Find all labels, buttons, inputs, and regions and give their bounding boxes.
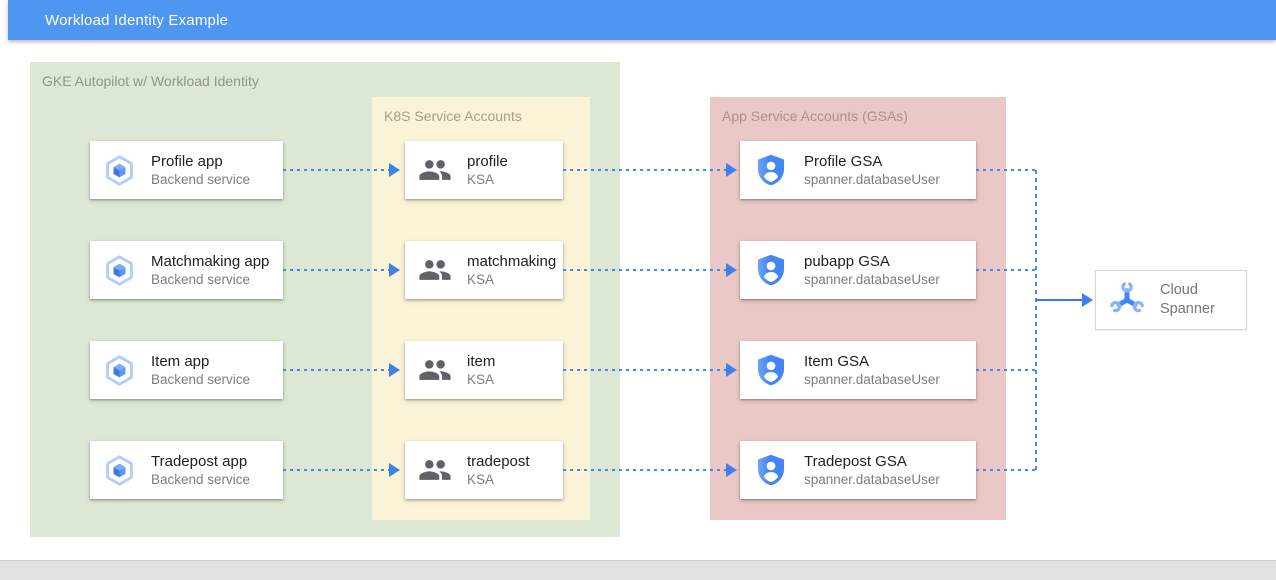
node-subtitle: KSA — [467, 172, 495, 187]
node-title: item — [467, 353, 496, 370]
node-title: Item GSA — [804, 353, 870, 370]
gke-hexagon-icon — [103, 154, 136, 187]
connector-app-ksa-row1 — [283, 169, 389, 171]
arrowhead-icon — [726, 163, 737, 177]
connector-ksa-gsa-row2 — [563, 269, 726, 271]
node-subtitle: KSA — [467, 472, 495, 487]
people-icon — [418, 153, 452, 187]
node-subtitle: spanner.databaseUser — [804, 472, 940, 487]
node-title: Profile app — [151, 153, 223, 170]
connector-app-ksa-row4 — [283, 469, 389, 471]
ksa-container-label: K8S Service Accounts — [384, 108, 522, 124]
gsa-container-label: App Service Accounts (GSAs) — [722, 108, 908, 124]
shield-person-icon — [753, 152, 789, 188]
arrowhead-icon — [389, 263, 400, 277]
connector-app-ksa-row2 — [283, 269, 389, 271]
node-title: tradepost — [467, 453, 530, 470]
arrowhead-icon — [389, 463, 400, 477]
node-title-line1: Cloud — [1160, 282, 1198, 298]
connector-app-ksa-row3 — [283, 369, 389, 371]
arrowhead-icon — [726, 463, 737, 477]
node-title: profile — [467, 153, 508, 170]
connector-gsa-bus-row3 — [976, 369, 1037, 371]
node-tradepost-gsa: Tradepost GSA spanner.databaseUser — [740, 441, 976, 499]
shield-person-icon — [753, 352, 789, 388]
gke-hexagon-icon — [103, 454, 136, 487]
node-cloud-spanner: Cloud Spanner — [1095, 270, 1247, 330]
node-subtitle: Backend service — [151, 472, 251, 487]
connector-gsa-bus-row1 — [976, 169, 1037, 171]
page-title: Workload Identity Example — [45, 11, 229, 29]
connector-ksa-gsa-row4 — [563, 469, 726, 471]
title-bar: Workload Identity Example — [8, 0, 1276, 40]
connector-gsa-bus-row2 — [976, 269, 1037, 271]
node-subtitle: KSA — [467, 272, 495, 287]
node-title: Profile GSA — [804, 153, 883, 170]
arrowhead-icon — [389, 163, 400, 177]
gke-hexagon-icon — [103, 354, 136, 387]
spanner-wrench-icon — [1106, 279, 1148, 321]
connector-bus-spanner — [1036, 299, 1082, 301]
people-icon — [418, 253, 452, 287]
connector-vertical-bus — [1035, 170, 1037, 471]
arrowhead-icon — [389, 363, 400, 377]
node-profile-gsa: Profile GSA spanner.databaseUser — [740, 141, 976, 199]
node-subtitle: spanner.databaseUser — [804, 272, 940, 287]
people-icon — [418, 353, 452, 387]
node-title: Item app — [151, 353, 210, 370]
node-title: Matchmaking app — [151, 253, 270, 270]
node-title: Tradepost app — [151, 453, 248, 470]
arrowhead-icon — [1082, 293, 1093, 307]
gke-hexagon-icon — [103, 254, 136, 287]
arrowhead-icon — [726, 263, 737, 277]
node-title: pubapp GSA — [804, 253, 890, 270]
connector-ksa-gsa-row3 — [563, 369, 726, 371]
connector-gsa-bus-row4 — [976, 469, 1037, 471]
connector-ksa-gsa-row1 — [563, 169, 726, 171]
node-pubapp-gsa: pubapp GSA spanner.databaseUser — [740, 241, 976, 299]
shield-person-icon — [753, 252, 789, 288]
node-subtitle: Backend service — [151, 372, 251, 387]
node-title-line2: Spanner — [1160, 301, 1215, 317]
node-subtitle: Backend service — [151, 172, 251, 187]
gke-cluster-label: GKE Autopilot w/ Workload Identity — [42, 73, 259, 89]
arrowhead-icon — [726, 363, 737, 377]
bottom-gray-strip — [0, 560, 1276, 580]
people-icon — [418, 453, 452, 487]
node-title: matchmaking — [467, 253, 557, 270]
shield-person-icon — [753, 452, 789, 488]
node-subtitle: Backend service — [151, 272, 251, 287]
node-item-gsa: Item GSA spanner.databaseUser — [740, 341, 976, 399]
node-title: Tradepost GSA — [804, 453, 907, 470]
node-subtitle: KSA — [467, 372, 495, 387]
node-subtitle: spanner.databaseUser — [804, 172, 940, 187]
node-subtitle: spanner.databaseUser — [804, 372, 940, 387]
